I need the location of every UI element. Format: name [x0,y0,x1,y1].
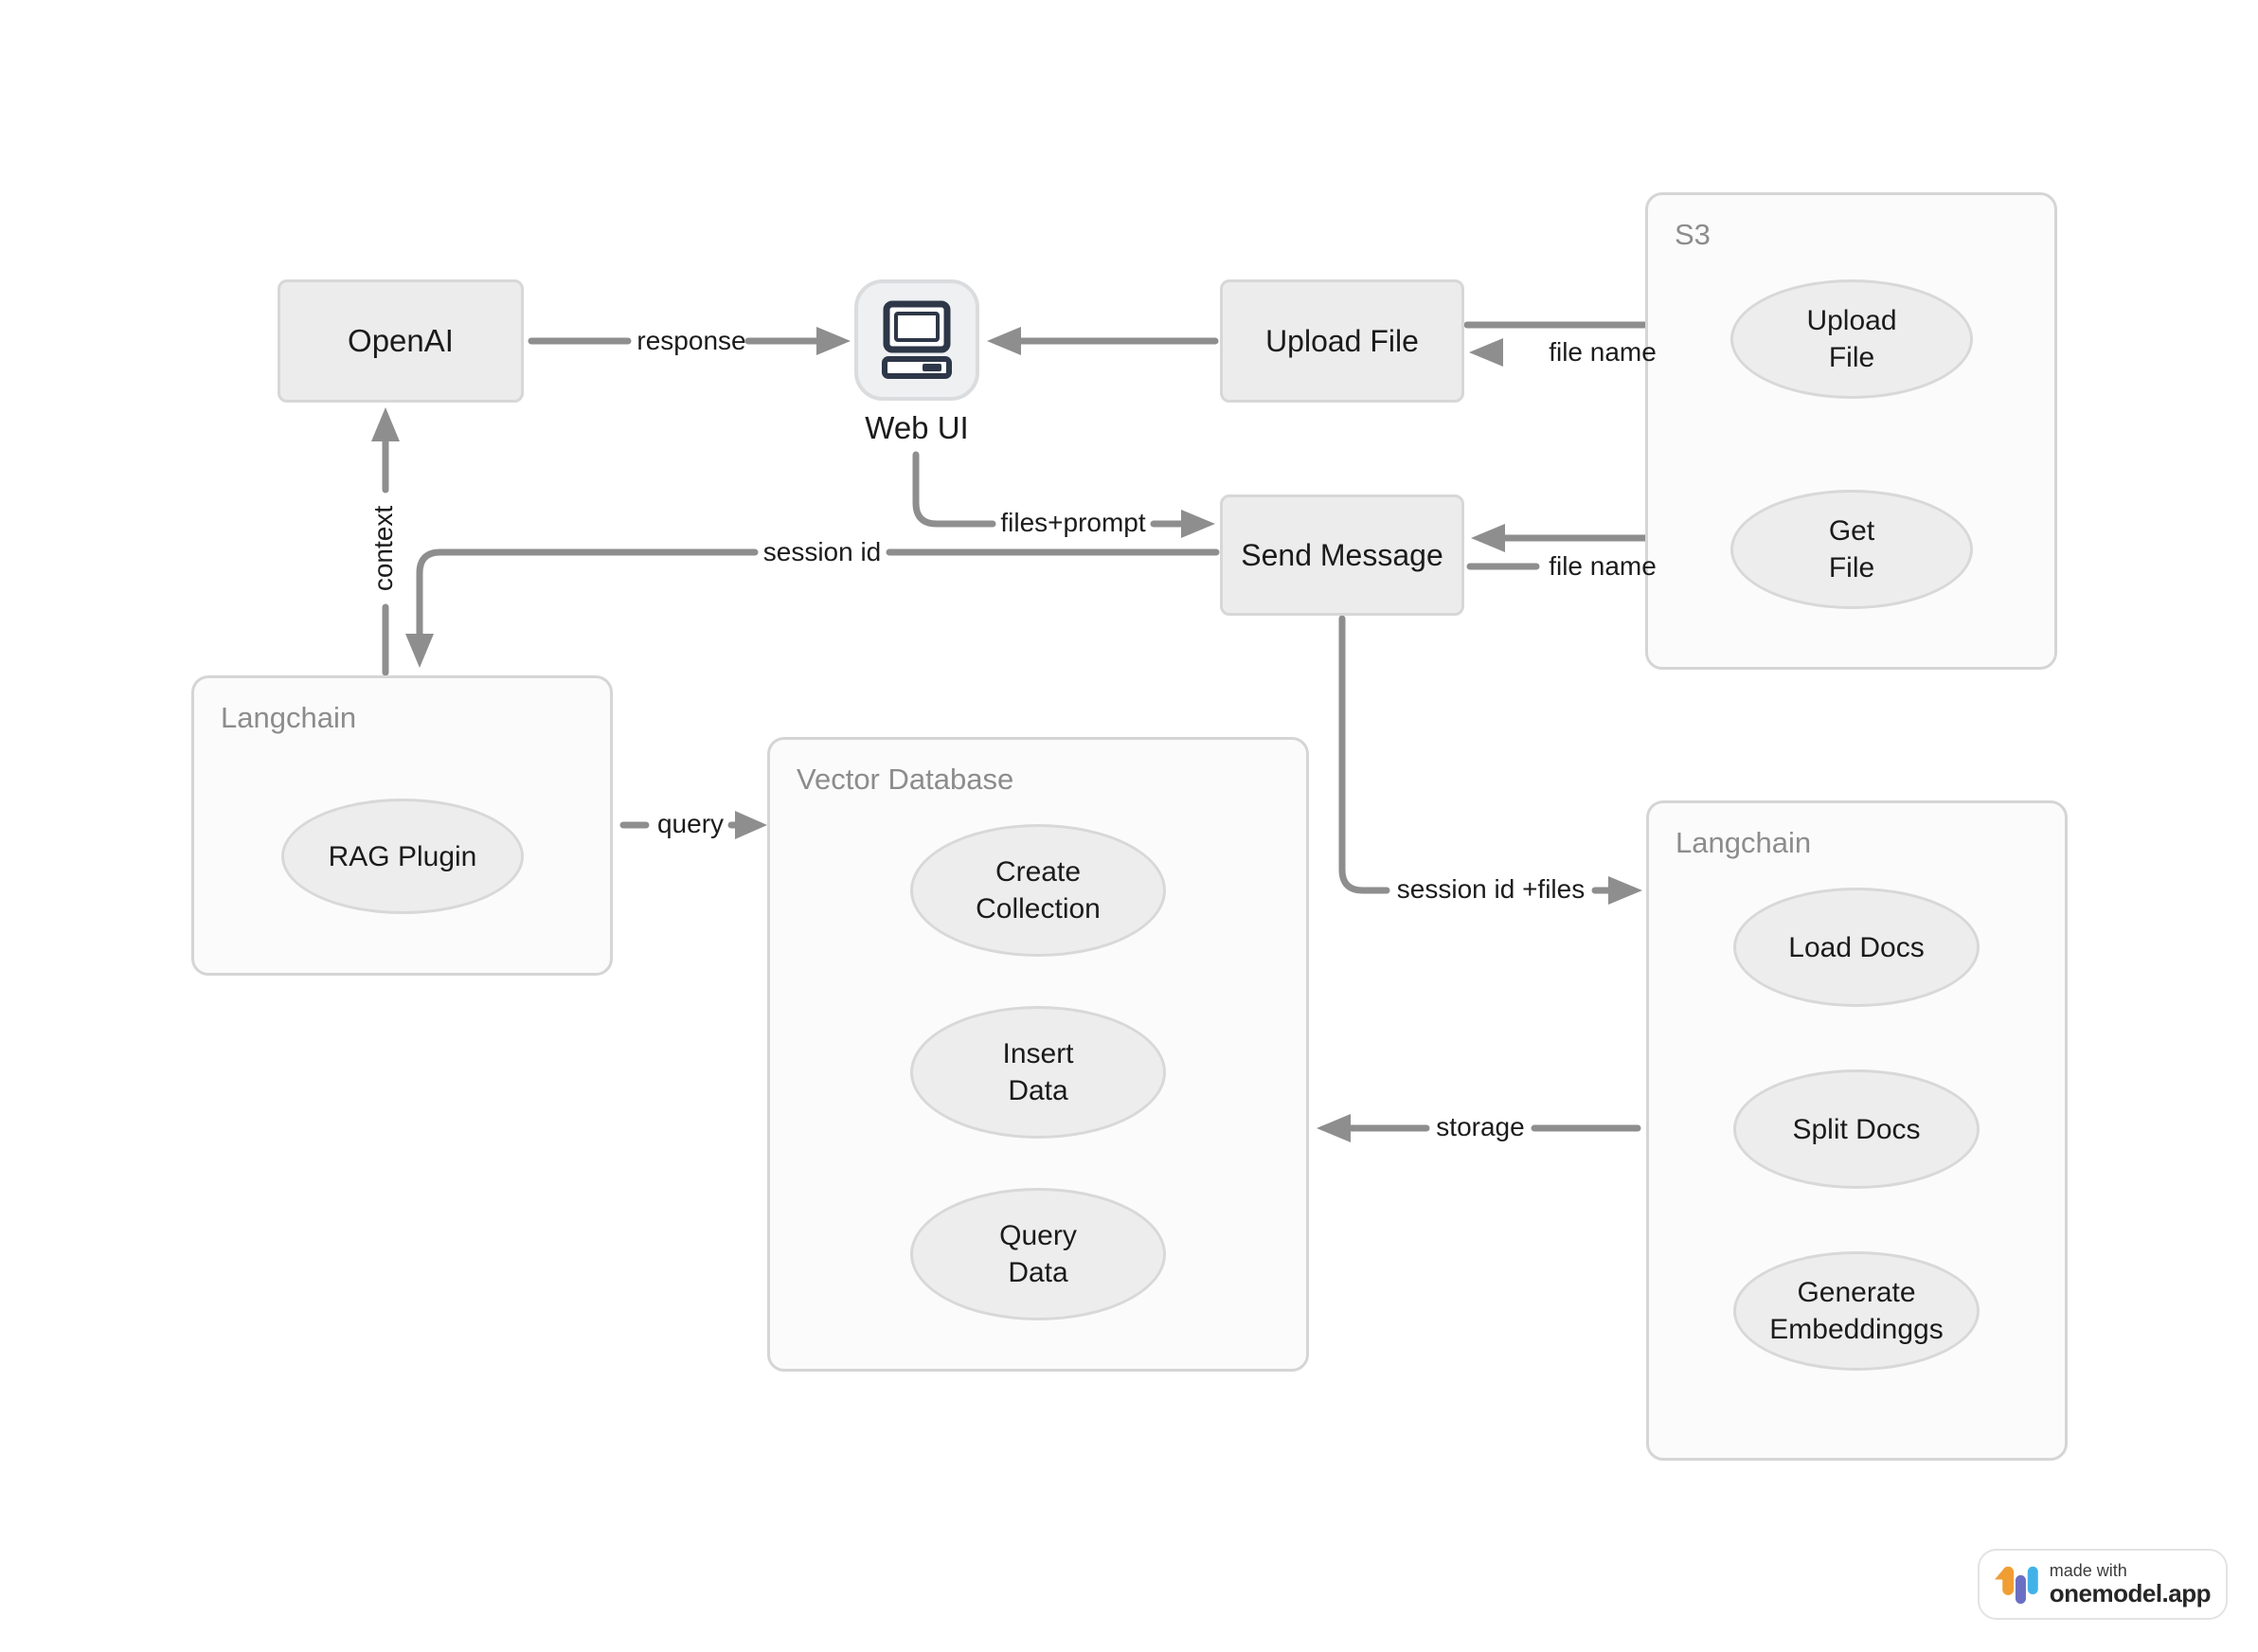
process-insert-data[interactable]: Insert Data [910,1006,1166,1139]
edge-storage [1317,1114,1641,1142]
badge-made-with: made with [2049,1560,2127,1580]
badge-text: made with onemodel.app [2049,1560,2212,1608]
node-upload-file[interactable]: Upload File [1220,279,1464,403]
group-label-langchain-right: Langchain [1676,826,1812,859]
node-openai[interactable]: OpenAI [278,279,524,403]
edge-session-id-files [1338,615,1642,905]
edge-label-storage: storage [1436,1112,1525,1141]
process-create-collection[interactable]: Create Collection [910,824,1166,957]
node-send-message[interactable]: Send Message [1220,494,1464,616]
edge-context [371,407,400,676]
computer-icon [882,300,952,379]
group-label-langchain-left: Langchain [221,701,357,734]
process-load-docs[interactable]: Load Docs [1733,888,1980,1007]
node-web-ui[interactable] [854,279,979,401]
process-rag-plugin[interactable]: RAG Plugin [281,799,524,914]
edge-session-id [405,548,1220,668]
onemodel-badge[interactable]: made with onemodel.app [1978,1549,2228,1620]
edge-label-query: query [656,809,725,838]
edge-response [528,327,851,355]
group-label-s3: S3 [1675,218,1711,251]
process-query-data[interactable]: Query Data [910,1188,1166,1320]
edge-label-file-name-upload: file name [1549,337,1657,367]
edge-label-session-id-files: session id +files [1396,874,1586,904]
process-generate-embeddings[interactable]: Generate Embeddinggs [1733,1251,1980,1371]
group-label-vector-database: Vector Database [797,763,1014,796]
edge-label-context: context [368,505,398,592]
process-s3-upload-file[interactable]: Upload File [1730,279,1973,399]
edge-query [619,811,767,839]
onemodel-logo-icon [1995,1566,2038,1604]
edge-label-session-id: session id [762,537,882,566]
edge-uploadfile-to-webui [987,327,1219,355]
edge-label-file-name-get: file name [1549,551,1657,581]
web-ui-caption: Web UI [865,410,969,445]
edge-files-prompt [912,451,1215,538]
process-split-docs[interactable]: Split Docs [1733,1069,1980,1189]
badge-brand: onemodel.app [2049,1579,2212,1608]
process-s3-get-file[interactable]: Get File [1730,490,1973,609]
edge-label-response: response [636,326,746,355]
edge-label-files-prompt: files+prompt [1000,508,1146,537]
